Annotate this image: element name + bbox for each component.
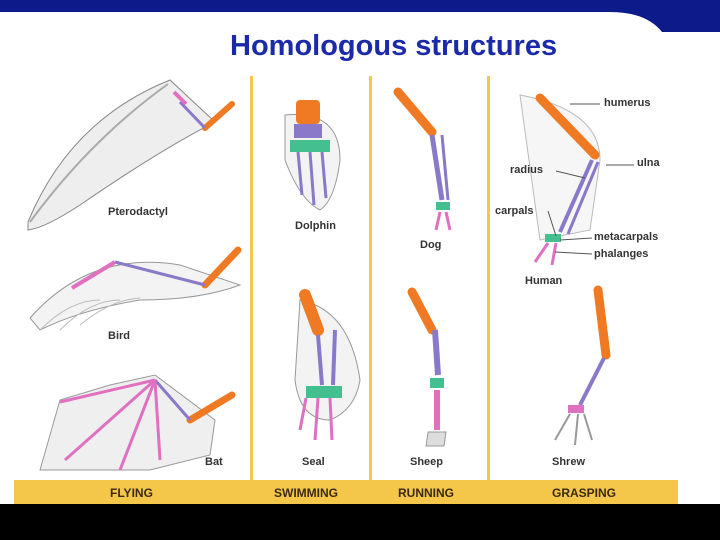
label-human: Human — [525, 275, 562, 287]
label-shrew: Shrew — [552, 456, 585, 468]
label-dolphin: Dolphin — [295, 220, 336, 232]
bottom-bar — [0, 504, 720, 540]
seal-flipper — [295, 295, 360, 440]
label-radius: radius — [510, 164, 543, 176]
label-carpals: carpals — [495, 205, 534, 217]
label-dog: Dog — [420, 239, 441, 251]
label-phalanges: phalanges — [594, 248, 648, 260]
sheep-leg — [412, 292, 446, 446]
label-bird: Bird — [108, 330, 130, 342]
shrew-leg — [555, 290, 606, 445]
dog-leg — [398, 92, 450, 230]
label-bat: Bat — [205, 456, 223, 468]
dolphin-flipper — [285, 100, 340, 210]
label-seal: Seal — [302, 456, 325, 468]
category-swimming: SWIMMING — [274, 486, 338, 500]
category-running: RUNNING — [398, 486, 454, 500]
category-grasping: GRASPING — [552, 486, 616, 500]
bat-wing — [40, 375, 232, 470]
label-humerus: humerus — [604, 97, 650, 109]
label-metacarpals: metacarpals — [594, 231, 658, 243]
label-pterodactyl: Pterodactyl — [108, 206, 168, 218]
label-sheep: Sheep — [410, 456, 443, 468]
label-ulna: ulna — [637, 157, 660, 169]
bird-wing — [30, 250, 240, 330]
category-flying: FLYING — [110, 486, 153, 500]
